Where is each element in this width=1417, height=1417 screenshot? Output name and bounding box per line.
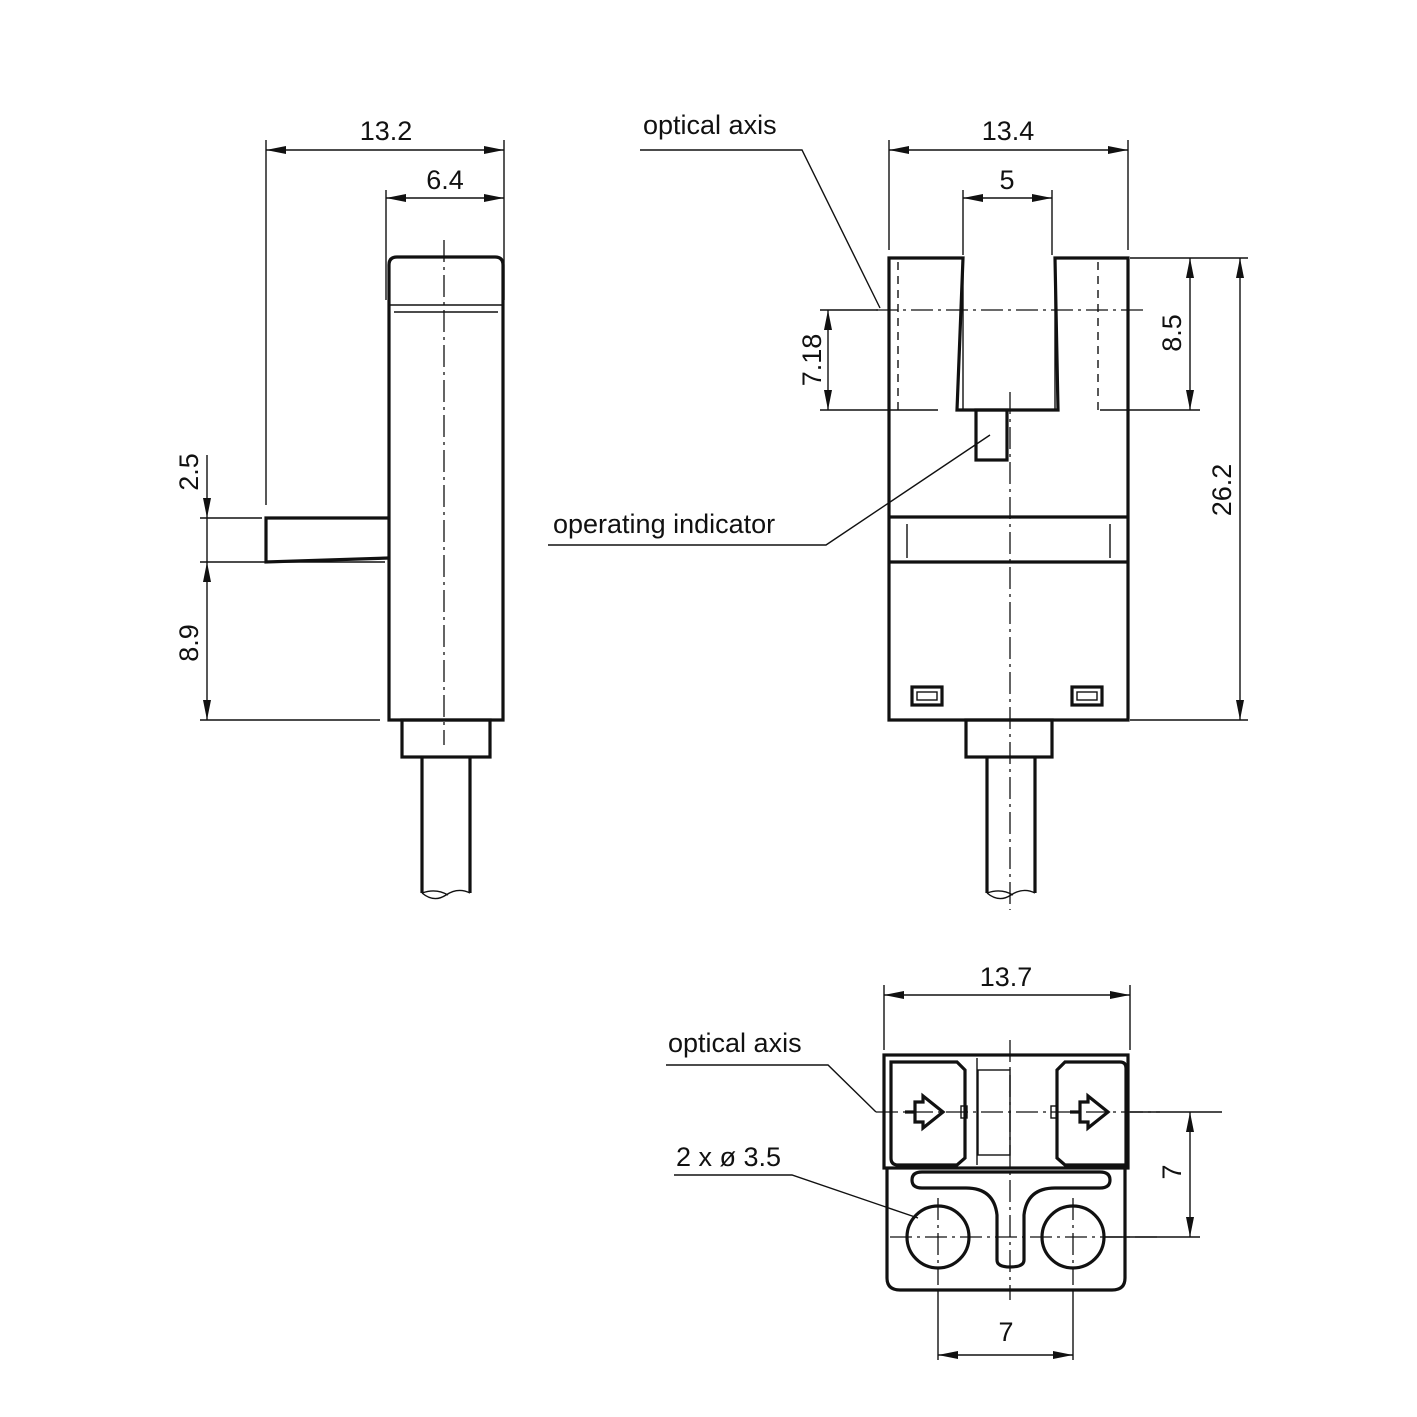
emitter-window <box>889 1060 967 1167</box>
label-optical-axis: optical axis <box>643 110 777 140</box>
cable-break <box>421 889 471 900</box>
side-view: 13.2 6.4 2.5 8.9 <box>174 116 505 900</box>
dim-width: 13.4 <box>982 116 1035 146</box>
dim-hole-spacing: 7 <box>998 1317 1013 1347</box>
dim-axis-height: 7.18 <box>797 334 827 387</box>
cable <box>985 757 1037 893</box>
operating-indicator-led <box>974 408 1009 462</box>
mounting-slot <box>910 1170 1112 1269</box>
leader-operating-indicator <box>548 434 991 546</box>
dim-tab-height: 2.5 <box>174 453 204 491</box>
dim-slot-depth: 8.5 <box>1157 314 1187 352</box>
connector <box>400 718 492 759</box>
side-body <box>387 255 505 722</box>
leader-optical-axis <box>666 1064 877 1113</box>
dim-slot-width: 5 <box>999 165 1014 195</box>
front-view: 13.4 5 7.18 8.5 26.2 optical axis operat… <box>548 110 1248 910</box>
arrow-icon-left <box>905 1092 946 1132</box>
cable <box>420 757 472 893</box>
label-optical-axis: optical axis <box>668 1028 802 1058</box>
latch-left <box>910 685 944 707</box>
dim-width: 13.7 <box>980 962 1033 992</box>
dim-axis-to-holes: 7 <box>1157 1164 1187 1179</box>
dim-tab-offset: 8.9 <box>174 624 204 662</box>
latch-right <box>1070 685 1104 707</box>
leader-optical-axis <box>640 149 881 309</box>
bottom-view: 13.7 7 7 optical axis 2 x ø 3.5 <box>666 962 1222 1360</box>
dim-height: 26.2 <box>1207 464 1237 517</box>
front-body <box>887 256 1130 722</box>
leader-holes <box>674 1174 919 1219</box>
base-plate <box>885 1168 1127 1292</box>
label-operating-indicator: operating indicator <box>553 509 775 539</box>
connector <box>964 718 1054 759</box>
mounting-tab <box>264 516 390 564</box>
receiver-window <box>1055 1060 1128 1167</box>
dim-width-body: 6.4 <box>426 165 464 195</box>
label-holes: 2 x ø 3.5 <box>676 1142 781 1172</box>
dim-width-total: 13.2 <box>360 116 413 146</box>
